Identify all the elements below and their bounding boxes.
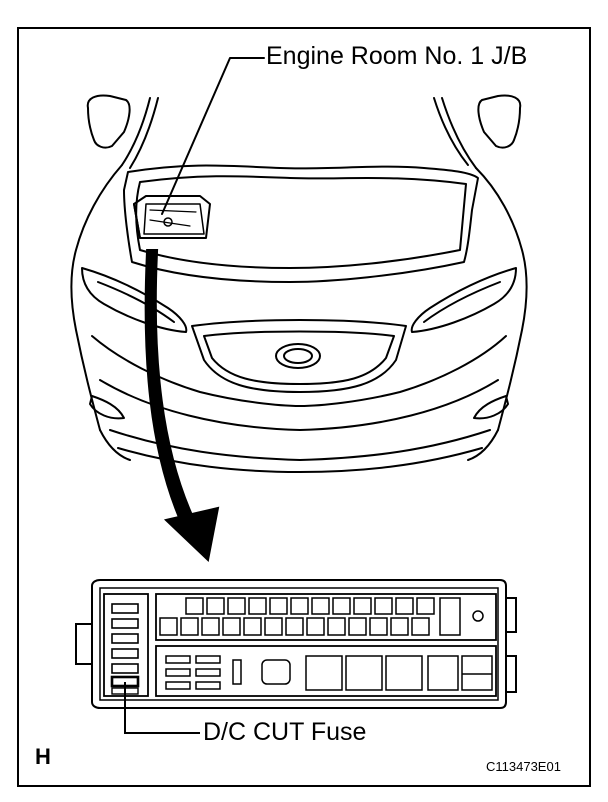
hood-outline [123, 164, 479, 283]
right-mirror-icon [477, 94, 522, 149]
emblem [275, 343, 321, 369]
car-front-illustration [70, 94, 528, 473]
right-headlight [410, 267, 517, 333]
junction-block-in-car [133, 195, 211, 239]
left-mirror-icon [86, 94, 131, 149]
engine-room-jb-label: Engine Room No. 1 J/B [266, 42, 528, 70]
view-letter: H [35, 744, 51, 769]
dc-cut-fuse-label: D/C CUT Fuse [203, 718, 367, 746]
dc-cut-fuse-column [103, 593, 149, 697]
grille [191, 319, 407, 393]
figure-code: C113473E01 [486, 759, 561, 774]
left-headlight [81, 267, 188, 333]
curved-arrow-icon [144, 249, 220, 562]
dc-cut-fuse-leader [124, 682, 200, 734]
figure-frame [17, 27, 591, 787]
engine-jb-leader [161, 57, 265, 215]
junction-block-detail [75, 579, 517, 709]
